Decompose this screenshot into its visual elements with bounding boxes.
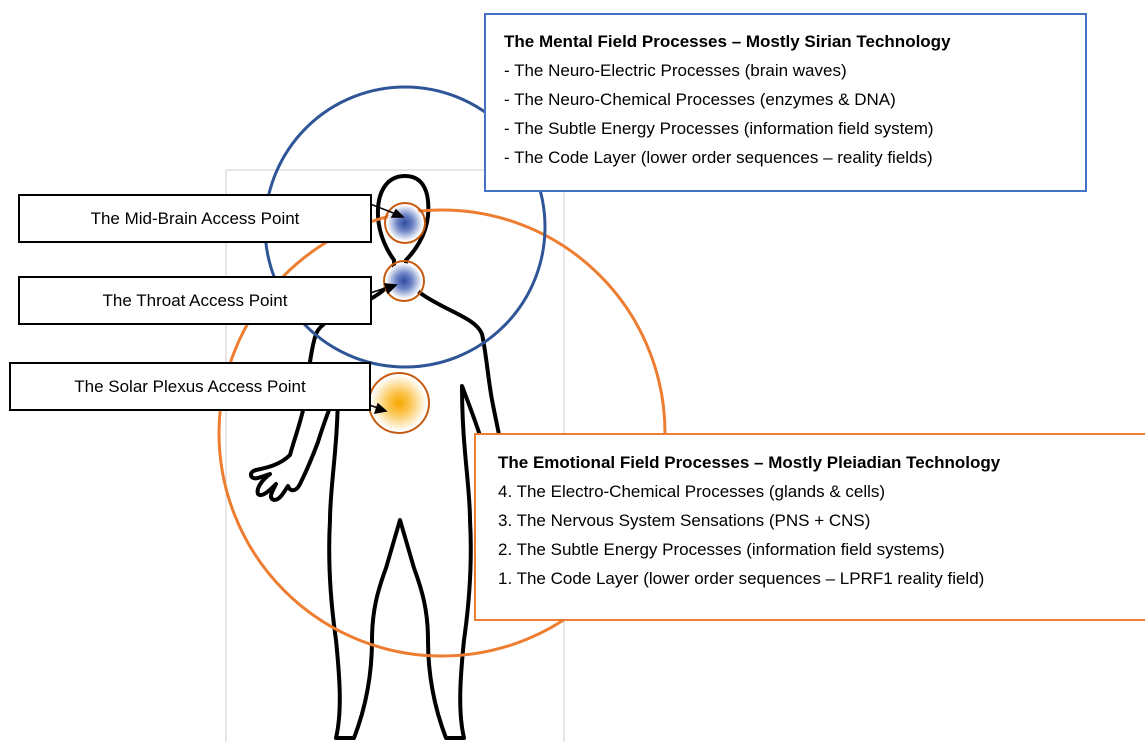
- solar-plexus-node: [368, 372, 430, 434]
- mid-brain-node: [384, 202, 426, 244]
- throat-label-text: The Throat Access Point: [102, 290, 288, 310]
- list-item: 4. The Electro-Chemical Processes (gland…: [498, 482, 886, 501]
- emotional-field-panel: The Emotional Field Processes – Mostly P…: [474, 433, 1145, 621]
- list-item: - The Neuro-Electric Processes (brain wa…: [504, 61, 847, 80]
- mental-process-list: - The Neuro-Electric Processes (brain wa…: [504, 56, 1085, 172]
- mental-field-panel: The Mental Field Processes – Mostly Siri…: [484, 13, 1087, 192]
- list-item: - The Subtle Energy Processes (informati…: [504, 119, 934, 138]
- throat-node: [383, 260, 425, 302]
- list-item: 3. The Nervous System Sensations (PNS + …: [498, 511, 871, 530]
- list-item: 1. The Code Layer (lower order sequences…: [498, 569, 985, 588]
- mid-brain-label-text: The Mid-Brain Access Point: [90, 208, 300, 228]
- list-item: - The Code Layer (lower order sequences …: [504, 148, 933, 167]
- solar-plexus-label-text: The Solar Plexus Access Point: [74, 376, 306, 396]
- solar-plexus-access-point-label: The Solar Plexus Access Point: [9, 362, 371, 411]
- mental-panel-title: The Mental Field Processes – Mostly Siri…: [504, 32, 951, 51]
- emotional-panel-title: The Emotional Field Processes – Mostly P…: [498, 453, 1001, 472]
- list-item: 2. The Subtle Energy Processes (informat…: [498, 540, 945, 559]
- mid-brain-access-point-label: The Mid-Brain Access Point: [18, 194, 372, 243]
- emotional-process-list: 4. The Electro-Chemical Processes (gland…: [498, 477, 1145, 593]
- throat-access-point-label: The Throat Access Point: [18, 276, 372, 325]
- list-item: - The Neuro-Chemical Processes (enzymes …: [504, 90, 896, 109]
